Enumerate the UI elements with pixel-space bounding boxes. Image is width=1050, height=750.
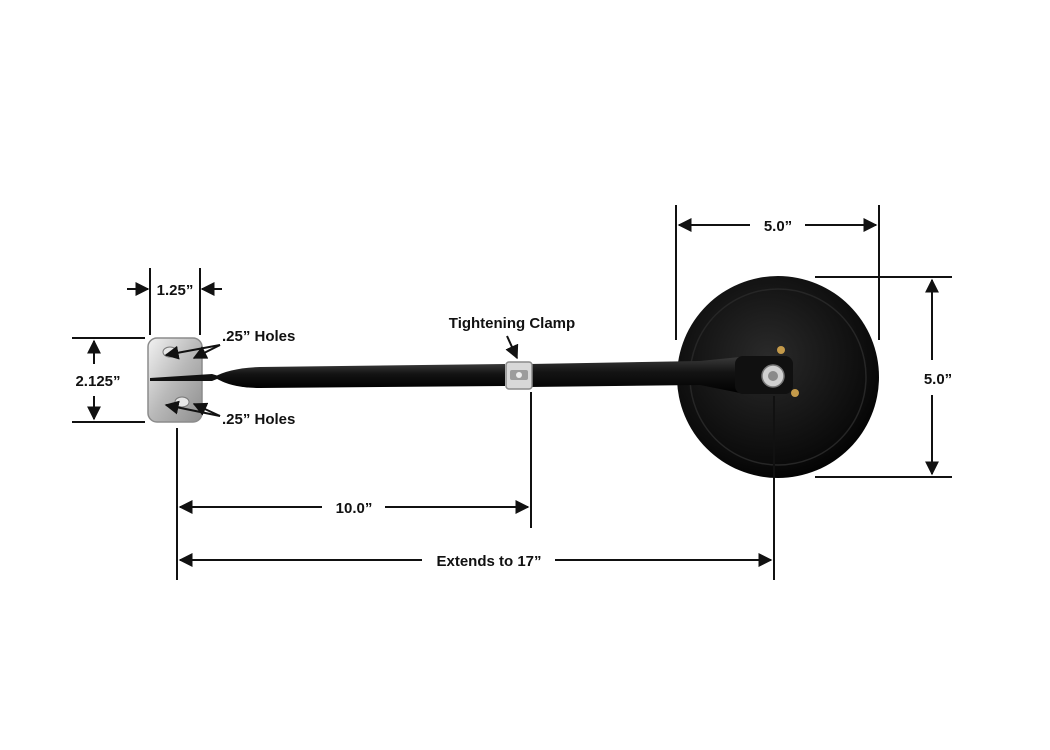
extension-arm bbox=[214, 346, 799, 397]
arm-length-dimension: 10.0” bbox=[176, 392, 532, 580]
holes-top-callout: .25” Holes bbox=[164, 328, 295, 360]
bracket-height-dimension: 2.125” bbox=[72, 337, 145, 423]
tightening-clamp-icon bbox=[505, 361, 533, 390]
holes-top-label: .25” Holes bbox=[222, 328, 295, 345]
mirror-width-dimension: 5.0” bbox=[675, 205, 880, 340]
holes-bottom-label: .25” Holes bbox=[222, 411, 295, 428]
bracket-height-label: 2.125” bbox=[75, 373, 120, 390]
bracket-width-label: 1.25” bbox=[157, 282, 194, 299]
extends-label: Extends to 17” bbox=[436, 553, 541, 570]
bracket-width-dimension: 1.25” bbox=[127, 268, 222, 335]
extends-dimension: Extends to 17” bbox=[178, 396, 775, 580]
mirror-width-label: 5.0” bbox=[764, 218, 792, 235]
clamp-label: Tightening Clamp bbox=[449, 315, 575, 332]
arm-length-label: 10.0” bbox=[336, 500, 373, 517]
mirror-height-label: 5.0” bbox=[924, 371, 952, 388]
holes-bottom-callout: .25” Holes bbox=[164, 400, 295, 428]
mirror-height-dimension: 5.0” bbox=[815, 276, 952, 478]
clamp-callout: Tightening Clamp bbox=[449, 315, 575, 360]
